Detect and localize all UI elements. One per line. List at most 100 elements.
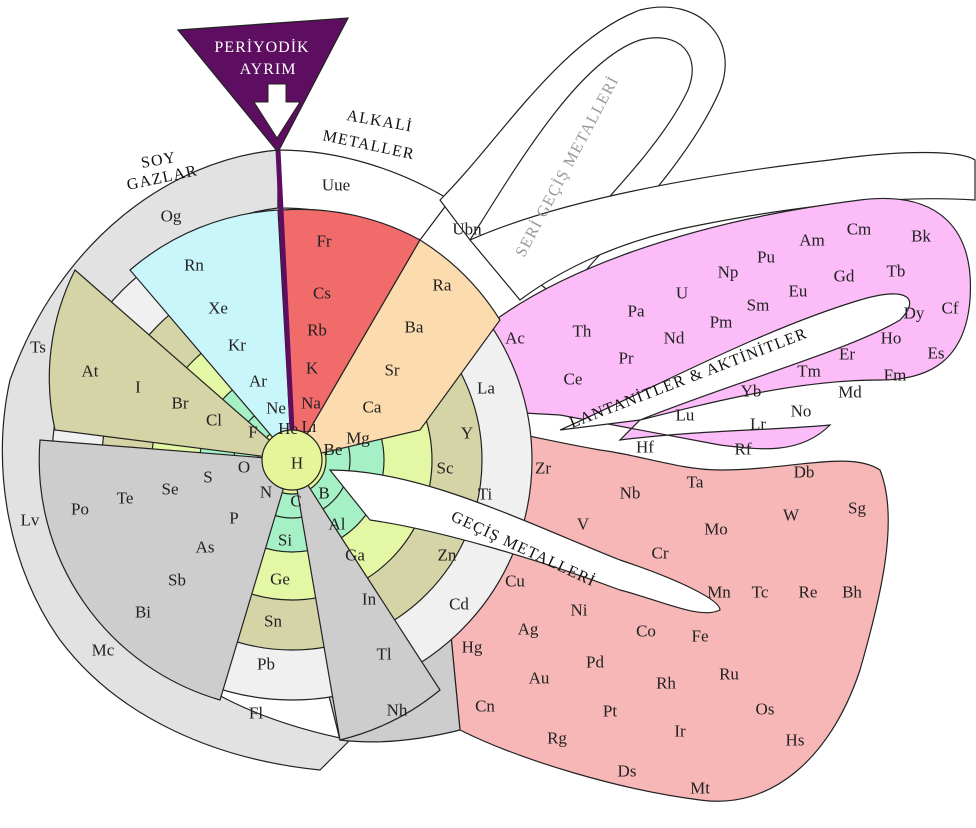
element-i: I	[135, 378, 141, 397]
element-o: O	[238, 458, 250, 477]
element-pt: Pt	[603, 702, 617, 721]
element-fr: Fr	[316, 232, 331, 251]
element-fl: Fl	[249, 704, 263, 723]
element-au: Au	[529, 669, 550, 688]
element-bk: Bk	[911, 227, 931, 246]
element-ne: Ne	[266, 399, 286, 418]
upper-white-band	[469, 151, 976, 301]
post-transition-sector	[291, 459, 441, 741]
noble-gas-sector	[129, 209, 293, 462]
element-dy: Dy	[904, 304, 925, 323]
element-be: Be	[324, 440, 343, 459]
element-u: U	[676, 284, 688, 303]
banner-arrow-icon	[253, 83, 301, 139]
element-cn: Cn	[475, 697, 495, 716]
element-at: At	[82, 362, 99, 381]
element-pu: Pu	[757, 248, 775, 267]
element-si: Si	[278, 531, 292, 550]
element-eu: Eu	[789, 282, 808, 301]
element-md: Md	[838, 383, 862, 402]
element-b: B	[318, 484, 329, 503]
banner-triangle	[176, 17, 350, 154]
element-pa: Pa	[628, 302, 645, 321]
element-ra: Ra	[433, 276, 452, 295]
element-h: H	[291, 453, 303, 472]
element-nb: Nb	[620, 484, 641, 503]
element-w: W	[783, 506, 800, 525]
banner-line-1: PERİYODİK	[214, 38, 309, 56]
element-cr: Cr	[652, 544, 669, 563]
element-hs: Hs	[786, 731, 805, 750]
element-th: Th	[573, 322, 592, 341]
element-al: Al	[329, 515, 346, 534]
element-sb: Sb	[168, 571, 186, 590]
element-v: V	[577, 515, 590, 534]
element-nh: Nh	[387, 701, 408, 720]
element-cm: Cm	[847, 220, 872, 239]
element-mt: Mt	[690, 779, 710, 798]
d-block-region	[409, 419, 889, 802]
element-yb: Yb	[741, 382, 762, 401]
element-mo: Mo	[704, 520, 728, 539]
element-tl: Tl	[376, 645, 391, 664]
element-ag: Ag	[518, 620, 539, 639]
element-gd: Gd	[834, 267, 855, 286]
element-mn: Mn	[707, 583, 731, 602]
element-ni: Ni	[571, 601, 588, 620]
element-sr: Sr	[384, 361, 399, 380]
element-pd: Pd	[586, 653, 604, 672]
label-alkali-1: ALKALİ	[345, 106, 414, 135]
element-s: S	[203, 468, 212, 487]
element-ca: Ca	[363, 398, 382, 417]
element-se: Se	[162, 480, 179, 499]
element-n: N	[260, 483, 272, 502]
element-tc: Tc	[752, 583, 769, 602]
element-he: He	[278, 419, 298, 438]
element-sc: Sc	[437, 459, 454, 478]
label-noble-gases-1: SOY	[140, 149, 178, 172]
element-pr: Pr	[618, 349, 633, 368]
banner-line-2: AYRIM	[240, 61, 297, 78]
element-re: Re	[799, 583, 818, 602]
element-cs: Cs	[313, 284, 331, 303]
element-rf: Rf	[735, 440, 752, 459]
element-ds: Ds	[618, 762, 637, 781]
alkaline-earth-sector	[290, 239, 501, 461]
element-hf: Hf	[636, 438, 654, 457]
element-as: As	[196, 538, 215, 557]
element-es: Es	[928, 344, 945, 363]
element-cf: Cf	[942, 299, 959, 318]
alkali-sector	[281, 208, 421, 463]
element-ge: Ge	[270, 570, 290, 589]
element-bh: Bh	[842, 583, 862, 602]
element-pm: Pm	[710, 313, 733, 332]
element-kr: Kr	[228, 336, 246, 355]
element-bi: Bi	[135, 603, 151, 622]
lanthanide-gap	[559, 293, 911, 431]
element-rh: Rh	[656, 674, 676, 693]
metalloid-left-sector	[48, 269, 294, 461]
element-rn: Rn	[184, 256, 204, 275]
element-am: Am	[799, 231, 825, 250]
element-no: No	[791, 402, 812, 421]
grey-lower-sector	[38, 439, 293, 701]
element-pb: Pb	[257, 655, 275, 674]
element-ts: Ts	[30, 338, 46, 357]
element-hg: Hg	[462, 638, 483, 657]
element-ir: Ir	[674, 722, 686, 741]
element-mg: Mg	[346, 429, 370, 448]
spiral-rings	[38, 208, 533, 741]
element-ta: Ta	[687, 473, 704, 492]
element-ubn: Ubn	[452, 220, 482, 239]
element-ho: Ho	[881, 329, 902, 348]
element-uue: Uue	[322, 176, 350, 195]
periodic-divider-line	[275, 149, 295, 431]
element-zr: Zr	[535, 459, 551, 478]
element-ac: Ac	[505, 329, 525, 348]
element-fm: Fm	[884, 366, 907, 385]
element-te: Te	[117, 489, 134, 508]
element-lu: Lu	[676, 406, 695, 425]
element-cl: Cl	[206, 411, 222, 430]
element-la: La	[477, 379, 495, 398]
